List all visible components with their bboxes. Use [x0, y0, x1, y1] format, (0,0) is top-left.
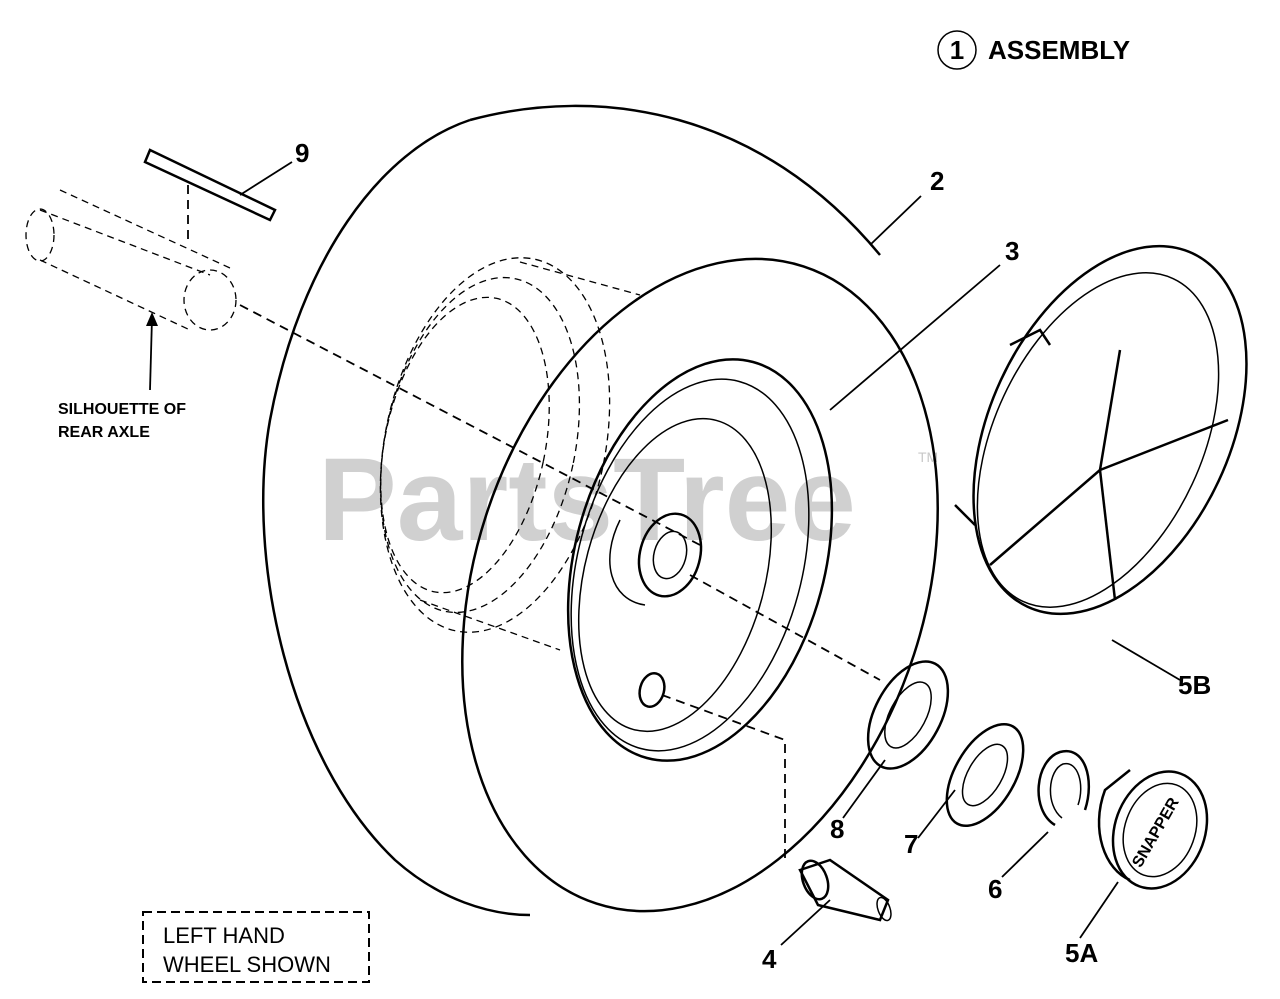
rear-axle-silhouette [25, 189, 237, 331]
axle-note-line1: SILHOUETTE OF [58, 401, 186, 418]
leader-5b [1111, 639, 1181, 681]
view-note-box: LEFT HAND WHEEL SHOWN [142, 911, 370, 983]
tire [262, 104, 939, 917]
callout-3: 3 [1005, 236, 1019, 266]
callout-4: 4 [762, 944, 777, 974]
leader-6 [1001, 831, 1049, 878]
callout-8: 8 [830, 814, 844, 844]
bearing-cap: SNAPPER [1097, 769, 1209, 890]
axle-note-line2: REAR AXLE [58, 424, 150, 441]
leader-axle-arrowhead [146, 312, 158, 326]
axle-centerline [239, 304, 701, 546]
valve-stem [798, 858, 892, 922]
leader-axle-note [149, 317, 153, 391]
callout-5b: 5B [1178, 670, 1211, 700]
assembly-label: ASSEMBLY [988, 35, 1130, 65]
leader-5a [1079, 881, 1119, 939]
retaining-ring [1037, 749, 1090, 827]
callout-6: 6 [988, 874, 1002, 904]
spring-washer [945, 722, 1025, 828]
hub-centerline [689, 574, 881, 681]
leader-8 [842, 759, 886, 819]
leader-2 [869, 195, 922, 246]
view-note-line2: WHEEL SHOWN [163, 952, 331, 977]
callout-7: 7 [904, 829, 918, 859]
leader-3 [829, 264, 1001, 411]
leader-7 [917, 789, 956, 839]
wheel-rim [566, 358, 834, 762]
leader-4 [780, 899, 831, 946]
valve-centerline [661, 694, 786, 860]
callout-2: 2 [930, 166, 944, 196]
view-note-line1: LEFT HAND [163, 923, 285, 948]
callout-5a: 5A [1065, 938, 1098, 968]
leader-9 [239, 161, 293, 196]
bearing-cap-logo: SNAPPER [1129, 795, 1183, 871]
assembly-number-circle [937, 30, 977, 70]
flat-washer [866, 660, 950, 770]
assembly-number: 1 [950, 35, 964, 65]
hub-cap [954, 244, 1248, 616]
callout-9: 9 [295, 138, 309, 168]
axle-key [143, 148, 277, 245]
assembly-header: 1 ASSEMBLY [937, 30, 1130, 70]
